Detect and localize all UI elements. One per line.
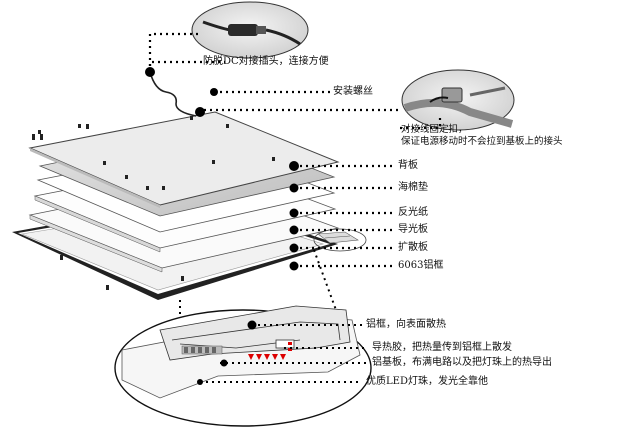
led-beads-label: 优质LED灯珠，发光全靠他 bbox=[366, 376, 488, 387]
wire-clip-inset bbox=[401, 69, 515, 131]
corner-profile bbox=[317, 231, 359, 244]
reflector-label: 反光纸 bbox=[398, 207, 428, 218]
power-cable bbox=[149, 71, 197, 117]
callout-markers bbox=[145, 67, 299, 271]
detail-markers bbox=[197, 320, 257, 385]
thermal-glue-label: 导热胶，把热量传到铝框上散发 bbox=[372, 342, 512, 353]
aluminum-frame-label: 6063铝框 bbox=[398, 260, 444, 271]
back-plate-layer bbox=[28, 111, 340, 208]
light-guide-label: 导光板 bbox=[398, 224, 428, 235]
mount-screw-label: 安装螺丝 bbox=[333, 86, 373, 97]
foam-pad-label: 海棉垫 bbox=[398, 182, 428, 193]
diffuser-label: 扩散板 bbox=[398, 242, 428, 253]
dc-connector-inset bbox=[191, 1, 309, 59]
dc-connector-label: 防脱DC对接插头，连接方便 bbox=[203, 56, 329, 67]
detail-leader-lines bbox=[200, 324, 368, 383]
corner-highlight bbox=[313, 228, 367, 252]
zoom-connector bbox=[179, 249, 337, 320]
frame-heat-label: 铝框，向表面散热 bbox=[366, 319, 446, 330]
back-plate-label: 背板 bbox=[398, 160, 418, 171]
detail-cross-section bbox=[114, 305, 372, 427]
wire-clip-label-line1: 对接线固定扣， bbox=[401, 124, 468, 135]
aluminum-substrate-label: 铝基板，布满电路以及把灯珠上的热导出 bbox=[372, 357, 552, 368]
edge-marks bbox=[32, 124, 184, 290]
wire-clip-label-line2: 保证电源移动时不会拉到基板上的接头 bbox=[401, 136, 563, 147]
